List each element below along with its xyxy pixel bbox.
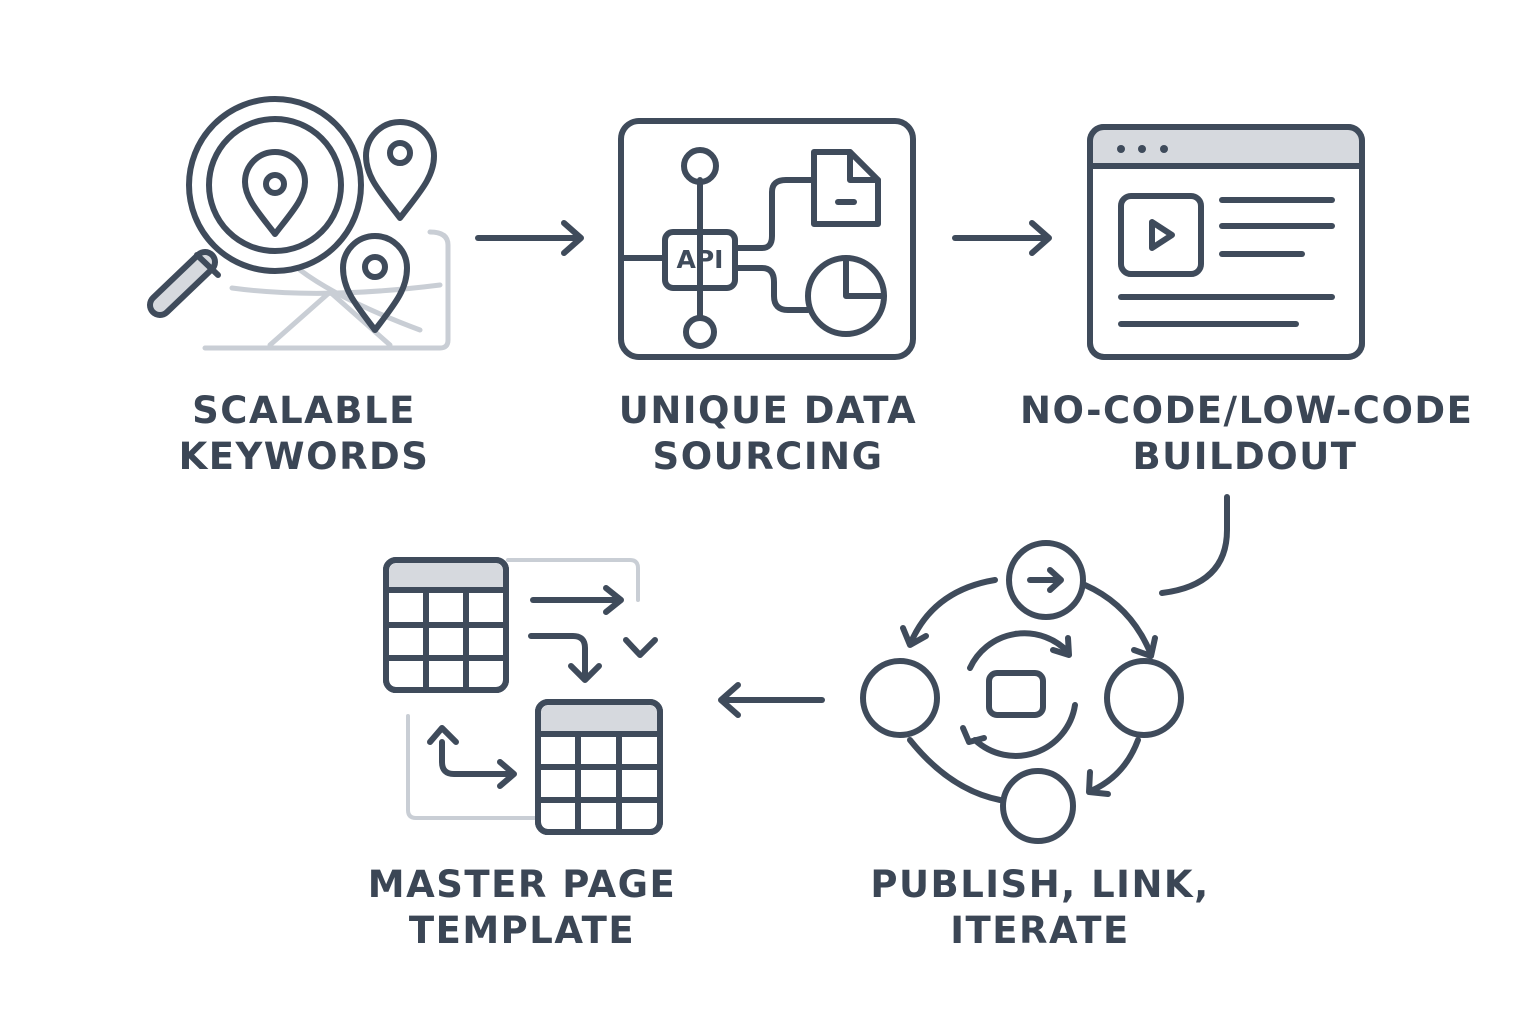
browser-window-icon: [1087, 124, 1365, 360]
arrow-left: [718, 682, 825, 718]
step-label-line1: PUBLISH, LINK,: [870, 863, 1210, 906]
step-label-line2: ITERATE: [950, 909, 1130, 952]
step-label-line1: UNIQUE DATA: [618, 389, 918, 432]
api-data-icon: [618, 118, 916, 360]
template-tables-icon: [383, 557, 663, 835]
step-label-no-code-low-code-buildout: NO-CODE/LOW-CODE BUILDOUT: [1020, 388, 1474, 480]
step-label-unique-data-sourcing: UNIQUE DATA SOURCING: [603, 388, 933, 480]
step-label-line2: BUILDOUT: [1132, 435, 1358, 478]
step-label-publish-link-iterate: PUBLISH, LINK, ITERATE: [870, 862, 1210, 954]
step-label-master-page-template: MASTER PAGE TEMPLATE: [352, 862, 692, 954]
api-label: API: [676, 245, 724, 274]
step-label-line1: SCALABLE: [192, 389, 416, 432]
arrow-right-1: [475, 220, 584, 256]
step-label-line1: MASTER PAGE: [367, 863, 677, 906]
step-label-line2: SOURCING: [652, 435, 884, 478]
publish-cycle-icon: [860, 540, 1184, 844]
connector-curve: [1159, 494, 1230, 596]
step-label-line2: TEMPLATE: [408, 909, 636, 952]
magnifier-map-pins-icon: [147, 96, 451, 351]
step-label-line1: NO-CODE/LOW-CODE: [1020, 389, 1474, 432]
step-label-scalable-keywords: SCALABLE KEYWORDS: [154, 388, 454, 480]
step-label-line2: KEYWORDS: [178, 435, 430, 478]
arrow-right-2: [952, 220, 1052, 256]
